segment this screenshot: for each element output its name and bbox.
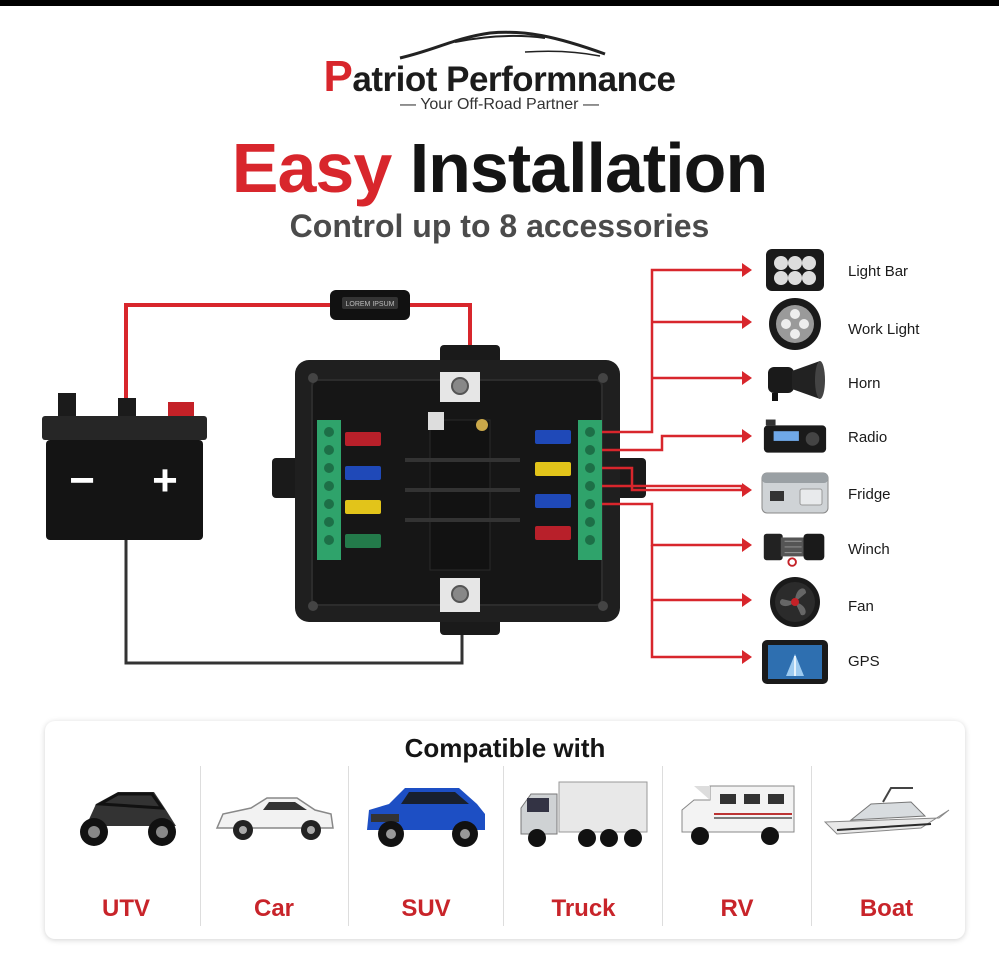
battery-minus-symbol: − [69,456,95,505]
accessory-label-gps: GPS [848,653,880,670]
suv-icon [367,788,485,847]
rv-icon [681,785,795,845]
inline-fuse-label: LOREM IPSUM [345,301,394,308]
vehicle-label-utv: UTV [102,895,150,922]
vehicle-label-car: Car [253,895,295,922]
vehicle-divider [811,766,812,926]
accessory-label-fridge: Fridge [848,486,891,503]
vehicle-label-rv: RV [720,895,754,922]
fuse-box [272,345,646,635]
brand-initial: P [323,52,353,101]
horn-icon [760,356,830,404]
vehicle-label-suv: SUV [401,895,451,922]
compatible-panel: Compatible with UTV Car SUV Truck RV Boa… [45,721,965,939]
wiring-diagram: LOREM IPSUM − + [42,263,752,665]
battery: − + [42,393,207,540]
battery-plus-symbol: + [152,456,178,505]
light-bar-icon [760,246,830,294]
vehicle-rv: RV [665,766,809,931]
car-icon [215,797,334,840]
car-silhouette-logo-icon [399,30,606,60]
brand-tagline: — Your Off-Road Partner — [400,96,599,113]
accessory-label-radio: Radio [848,429,888,446]
accessory-label-fan: Fan [848,598,874,615]
fan-icon [760,577,830,627]
headline-main: Installation [409,129,768,207]
headline-accent: Easy [231,129,392,207]
vehicle-label-boat: Boat [859,895,914,922]
gps-icon [760,638,830,686]
accessory-label-horn: Horn [848,375,881,392]
work-light-icon [760,298,830,350]
vehicle-car: Car [203,766,345,931]
vehicle-label-truck: Truck [551,895,616,922]
truck-icon [520,781,647,847]
vehicle-divider [348,766,349,926]
accessory-label-winch: Winch [848,541,890,558]
utv-icon [80,792,176,846]
wire-arrowheads [742,263,752,664]
accessory-wires [602,268,744,659]
winch-icon [760,522,830,570]
boat-icon [823,787,949,835]
inline-fuse: LOREM IPSUM [330,290,410,320]
brand-name-rest: atriot Performnance [352,60,676,99]
radio-icon [760,414,830,462]
compatible-title: Compatible with [404,733,606,763]
brand-name: Patriot Performnance [0,52,999,102]
page-subheadline: Control up to 8 accessories [289,208,710,244]
vehicle-boat: Boat [814,766,959,931]
vehicle-utv: UTV [55,766,197,931]
vehicle-suv: SUV [351,766,501,931]
vehicle-divider [662,766,663,926]
fridge-icon [760,468,830,516]
vehicle-divider [200,766,201,926]
page-headline: Easy Installation [0,128,999,208]
accessory-label-work-light: Work Light [848,321,920,338]
top-bar [0,0,999,6]
vehicle-truck: Truck [506,766,661,931]
vehicle-divider [503,766,504,926]
accessory-label-light-bar: Light Bar [848,263,909,280]
